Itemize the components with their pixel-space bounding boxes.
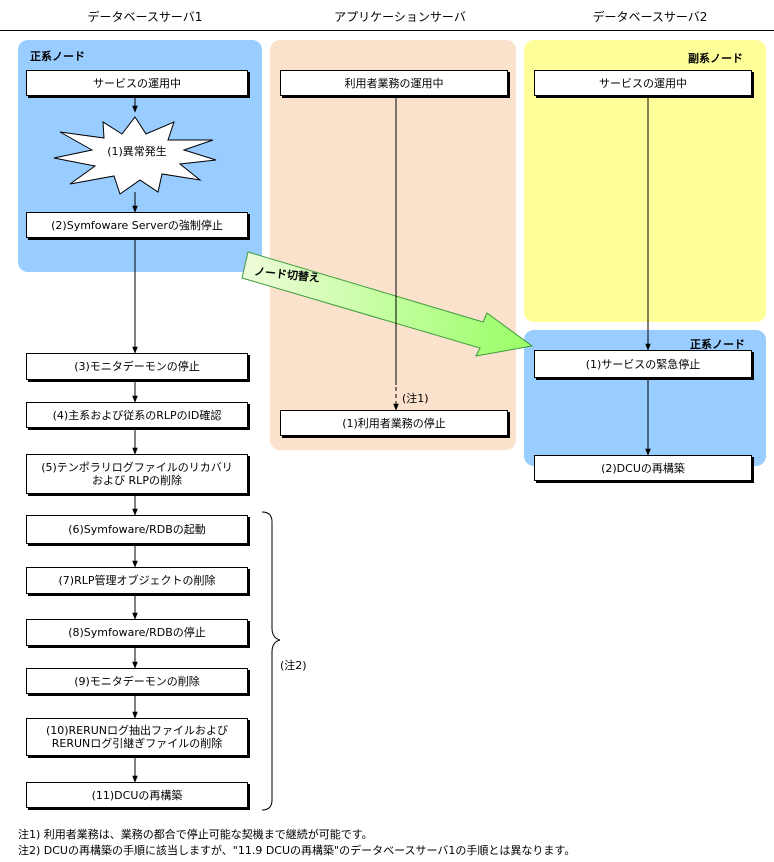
footnote-2: 注2) DCUの再構築の手順に該当しますが、"11.9 DCUの再構築"のデータ… <box>18 844 576 857</box>
failure-burst-label: (1)異常発生 <box>107 145 167 158</box>
db1-step-10-line1: (10)RERUNログ抽出ファイルおよび <box>45 724 229 737</box>
app-step-1-box: (1)利用者業務の停止 <box>280 410 508 436</box>
failure-burst-shape <box>53 116 217 195</box>
db1-step-5-line1: (5)テンポラリログファイルのリカバリ <box>41 461 233 474</box>
db2-step-2-box: (2)DCUの再構築 <box>534 455 752 481</box>
db1-step-4-box: (4)主系および従系のRLPのID確認 <box>26 402 248 428</box>
brace-note2-label: (注2) <box>280 659 307 672</box>
column-title-db2: データベースサーバ2 <box>592 10 708 24</box>
db2-service-box: サービスの運用中 <box>534 70 752 96</box>
column-title-db1: データベースサーバ1 <box>87 10 203 24</box>
db2-primary-label: 正系ノード <box>690 338 745 351</box>
header-divider <box>0 30 774 31</box>
db1-step-9-box: (9)モニタデーモンの削除 <box>26 668 248 694</box>
db1-step-10-box: (10)RERUNログ抽出ファイルおよび RERUNログ引継ぎファイルの削除 <box>26 718 248 756</box>
app-region <box>270 40 516 450</box>
db1-step-3-box: (3)モニタデーモンの停止 <box>26 353 248 380</box>
steps-brace <box>261 511 281 811</box>
db1-service-box: サービスの運用中 <box>26 70 248 96</box>
db2-secondary-label: 副系ノード <box>688 52 743 65</box>
footnote-1: 注1) 利用者業務は、業務の都合で停止可能な契機まで継続が可能です。 <box>18 828 373 841</box>
db1-step-6-box: (6)Symfoware/RDBの起動 <box>26 515 248 544</box>
db1-step-7-box: (7)RLP管理オブジェクトの削除 <box>26 567 248 594</box>
db2-step-1-box: (1)サービスの緊急停止 <box>534 350 752 378</box>
db1-step-2-box: (2)Symfoware Serverの強制停止 <box>26 212 248 238</box>
column-title-app: アプリケーションサーバ <box>334 10 466 24</box>
db1-step-11-box: (11)DCUの再構築 <box>26 782 248 808</box>
db1-step-8-box: (8)Symfoware/RDBの停止 <box>26 619 248 646</box>
app-service-box: 利用者業務の運用中 <box>280 70 508 96</box>
db1-step-5-box: (5)テンポラリログファイルのリカバリ および RLPの削除 <box>26 454 248 494</box>
db1-step-10-line2: RERUNログ引継ぎファイルの削除 <box>51 737 223 750</box>
db1-step-5-line2: および RLPの削除 <box>92 474 182 487</box>
node-switch-arrow <box>241 251 534 357</box>
app-note1-label: (注1) <box>402 392 429 405</box>
db1-primary-label: 正系ノード <box>30 50 85 63</box>
